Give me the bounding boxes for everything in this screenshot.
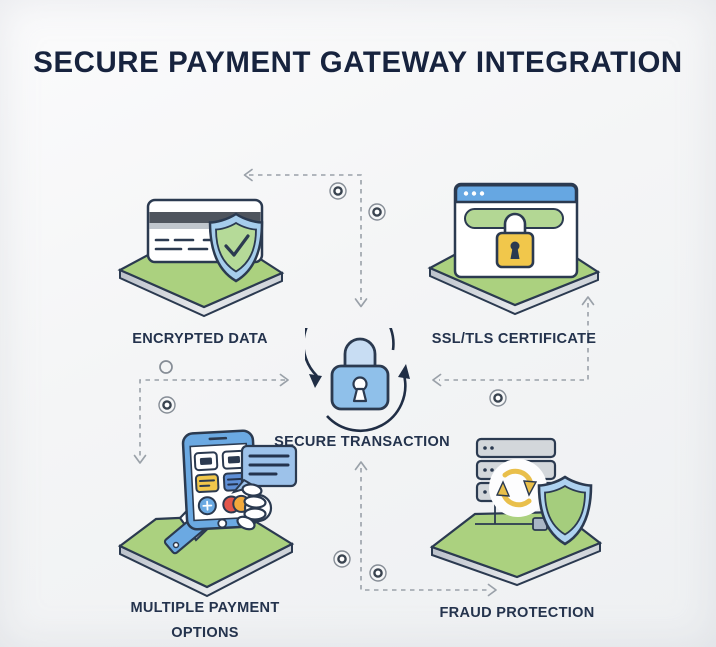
shield-check-icon [208, 212, 264, 283]
arrow-up-icon [354, 461, 368, 471]
arrow-down-icon [133, 454, 147, 464]
node-label-ssl-tls-certificate: SSL/TLS CERTIFICATE [431, 330, 597, 347]
ring-markers [158, 182, 507, 582]
dashed-flow-lines [139, 174, 589, 591]
ring-marker-icon [369, 564, 387, 582]
smartphone [181, 429, 259, 531]
hand-phone-payment-icon [117, 429, 298, 598]
platform [117, 513, 295, 598]
browser-padlock-icon [427, 182, 601, 316]
blue-padlock-icon [330, 337, 390, 411]
shield-icon [537, 475, 593, 546]
node-label-fraud-protection: FRAUD PROTECTION [439, 604, 595, 621]
arrow-right-icon [279, 373, 289, 387]
server-shield-sync-icon [429, 437, 603, 587]
hand-fingers [236, 483, 273, 531]
ring-marker-icon [159, 360, 173, 374]
node-label-encrypted-data: ENCRYPTED DATA [132, 330, 268, 347]
ring-marker-icon [158, 396, 176, 414]
cycle-arrows-icon [305, 328, 410, 433]
credit-card-shield-icon [117, 198, 285, 318]
page-title: SECURE PAYMENT GATEWAY INTEGRATION [33, 46, 683, 79]
ring-marker-icon [489, 389, 507, 407]
arrow-down-icon [354, 298, 368, 308]
payment-tiles [193, 449, 251, 516]
ring-marker-icon [329, 182, 347, 200]
arrow-up-icon [581, 296, 595, 306]
gold-padlock-icon [495, 212, 535, 269]
ring-marker-icon [333, 550, 351, 568]
node-label-secure-transaction: SECURE TRANSACTION [274, 433, 450, 450]
arrow-left-icon [243, 168, 253, 182]
arrow-left-icon [432, 373, 442, 387]
network-connector [475, 502, 562, 531]
node-label-multiple-payment-options: MULTIPLE PAYMENT OPTIONS [130, 599, 280, 641]
arrowheads [133, 168, 595, 597]
padlock-cycle-icon [305, 328, 410, 433]
arrow-right-icon [487, 583, 497, 597]
ring-marker-icon [368, 203, 386, 221]
sync-arrows-icon [495, 468, 538, 508]
browser-window [453, 182, 579, 279]
